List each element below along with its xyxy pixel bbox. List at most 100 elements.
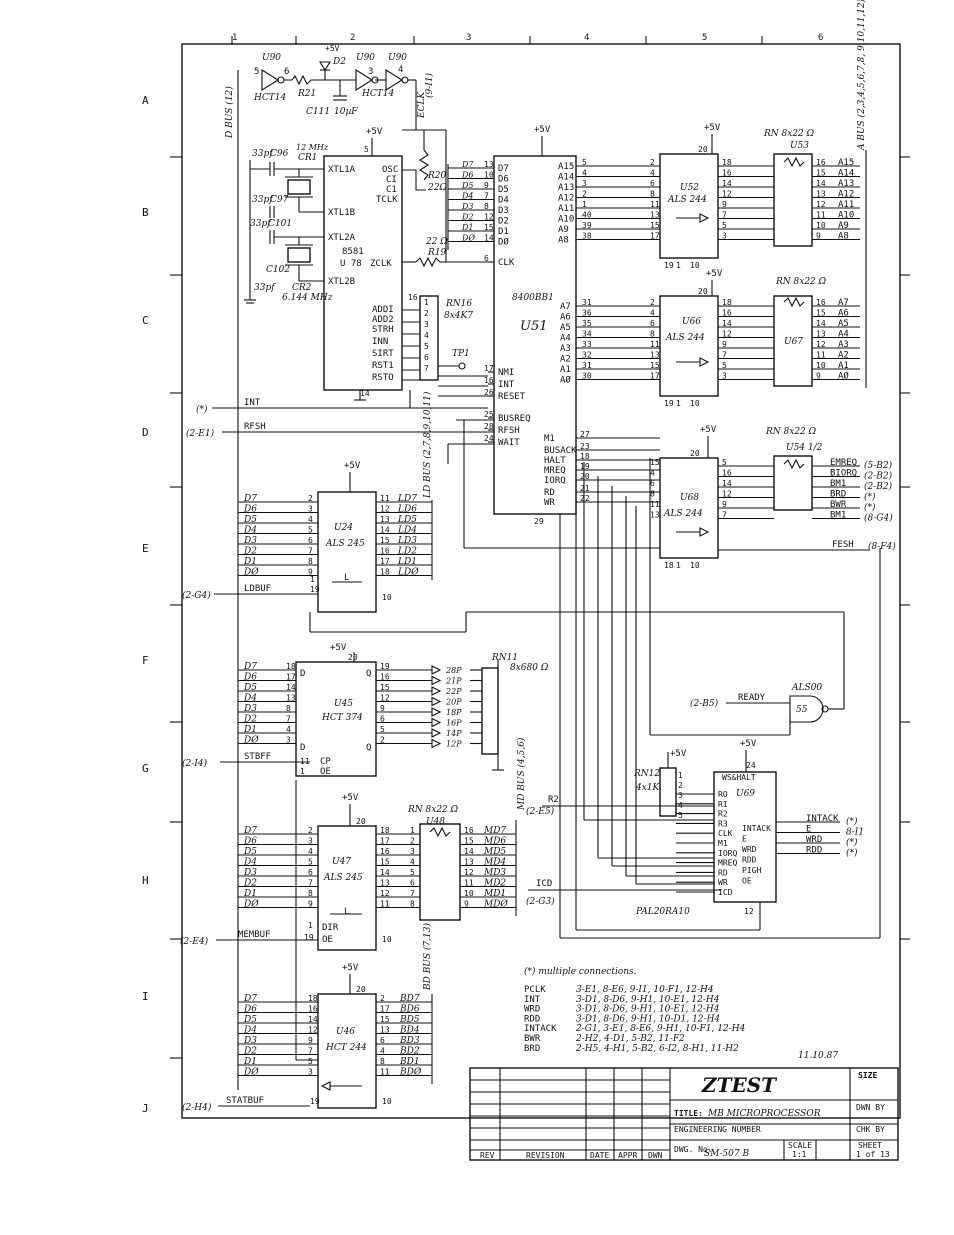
u24-data-label: D7: [243, 494, 257, 504]
u24-pin-number: 11: [380, 494, 390, 503]
svg-text:A BUS (2,3,4,5,6,7,8, 9,10,11,: A BUS (2,3,4,5,6,7,8, 9,10,11,12): [856, 0, 867, 151]
cpu-pin-number: 12: [484, 213, 494, 222]
u24-output-label: LD1: [397, 557, 417, 567]
cpu-pin-number: 24: [484, 434, 494, 443]
cpu-data-net: D4: [461, 192, 474, 201]
u48-output-label: MD3: [483, 868, 506, 878]
note-signal: RDD: [524, 1014, 540, 1024]
svg-text:ICD: ICD: [536, 879, 552, 889]
cpu-ctrl-in-pin: INT: [498, 380, 515, 390]
u47-pin-number: 12: [380, 889, 390, 898]
svg-text:8581: 8581: [342, 247, 364, 257]
svg-text:U51: U51: [520, 319, 548, 334]
u46-pin-number: 9: [308, 1036, 313, 1045]
svg-text:RN16: RN16: [445, 299, 472, 309]
svg-text:HCT14: HCT14: [361, 89, 394, 99]
note-references: 3-D1, 8-D6, 9-H1, 10-D1, 12-H4: [576, 1014, 720, 1024]
u24-pin-number: 14: [380, 526, 390, 535]
buffer-pin-in: 2: [650, 298, 655, 307]
note-references: 2-G1, 3-E1, 8-E6, 9-H1, 10-F1, 12-H4: [575, 1024, 746, 1034]
cpu-pin-number: 13: [484, 160, 494, 169]
u24-pin-number: 9: [308, 568, 313, 577]
svg-text:5: 5: [254, 67, 259, 77]
svg-text:4: 4: [398, 65, 403, 75]
u48-pin-number: 10: [464, 889, 474, 898]
svg-text:+5V: +5V: [330, 643, 347, 653]
u69-left-pin: RO: [718, 790, 728, 799]
u47-data-label: D4: [243, 858, 257, 868]
buffer-pin-in: 4: [650, 169, 655, 178]
svg-text:+5V: +5V: [342, 963, 359, 973]
u24-output-label: LD6: [397, 505, 417, 515]
svg-text:10: 10: [690, 399, 700, 408]
svg-text:STBFF: STBFF: [244, 752, 271, 762]
buffer-pin-out: 7: [722, 511, 727, 520]
note-signal: BWR: [524, 1034, 541, 1044]
rn-pin-number: 11: [816, 211, 826, 220]
buffer-pin-in: 17: [650, 372, 660, 381]
led-label: 28P: [445, 666, 462, 675]
buffer-pin-out: 12: [722, 190, 732, 199]
svg-text:D: D: [300, 743, 305, 753]
rn-pin-number: 10: [816, 221, 826, 230]
u69-right-pin: PIGH: [742, 866, 761, 875]
cpu-pin-number: 34: [582, 330, 592, 339]
u45-pin-number: 6: [380, 715, 385, 724]
svg-text:FESH: FESH: [832, 540, 854, 550]
cpu-pin-number: 27: [580, 430, 590, 439]
rn-output-label: A14: [838, 169, 854, 179]
u24-pin-number: 6: [308, 536, 313, 545]
svg-text:1: 1: [424, 298, 429, 307]
u46-output-label: BD3: [399, 1036, 420, 1046]
svg-text:1: 1: [676, 399, 681, 408]
u45-pin-number: 14: [286, 683, 296, 692]
u46-data-label: D1: [243, 1057, 257, 1067]
cpu-pin-number: 23: [580, 442, 590, 451]
svg-text:10: 10: [382, 935, 392, 944]
col-5: 5: [702, 33, 707, 43]
cpu-pin-number: 31: [582, 361, 592, 370]
cpu-pin-number: 15: [484, 223, 494, 232]
u69-right-pin: INTACK: [742, 824, 771, 833]
svg-text:XTL2A: XTL2A: [328, 233, 356, 243]
led-icon: [431, 675, 442, 686]
svg-text:APPR: APPR: [618, 1151, 637, 1160]
cpu-ctrl-out-pin: HALT: [544, 456, 566, 466]
cpu-ctrl-in-pin: CLK: [498, 258, 515, 268]
svg-text:RSTO: RSTO: [372, 373, 394, 383]
u54-output-label: BM1: [830, 511, 846, 521]
col-3: 3: [466, 33, 471, 43]
svg-text:SHEET: SHEET: [858, 1141, 882, 1150]
svg-text:L: L: [344, 907, 349, 917]
cpu-pin-number: 18: [580, 452, 590, 461]
u46-output-label: BD4: [399, 1026, 420, 1036]
svg-text:ADDI: ADDI: [372, 305, 394, 315]
buffer-pin-out: 14: [722, 319, 732, 328]
svg-text:55: 55: [796, 705, 808, 715]
led-label: 16P: [446, 719, 462, 728]
svg-text:PAL20RA10: PAL20RA10: [635, 907, 690, 917]
svg-text:20: 20: [698, 287, 708, 296]
u24-pin-number: 2: [308, 494, 313, 503]
svg-text:U52: U52: [680, 183, 699, 193]
cpu-addr-pin: A5: [560, 323, 571, 333]
cpu-data-pin: D3: [498, 206, 509, 216]
u24-pin-number: 18: [380, 568, 390, 577]
svg-text:10: 10: [382, 593, 392, 602]
svg-text:REV: REV: [480, 1151, 495, 1160]
u45-pin-number: 7: [286, 715, 291, 724]
cpu-pin-number: 2: [582, 190, 587, 199]
u45-pin-number: 8: [286, 704, 291, 713]
svg-text:5: 5: [678, 811, 683, 820]
rn-pin-number: 11: [816, 351, 826, 360]
rn-pin-number: 12: [816, 340, 826, 349]
u48-output-label: MD7: [483, 826, 506, 836]
svg-text:11: 11: [300, 757, 310, 766]
svg-text:D BUS (12): D BUS (12): [224, 86, 235, 139]
svg-text:ALS 244: ALS 244: [667, 195, 707, 205]
buffer-pin-in: 15: [650, 458, 660, 467]
u45-data-label: D3: [243, 704, 257, 714]
led-label: 12P: [446, 740, 462, 749]
led-icon: [431, 738, 442, 749]
